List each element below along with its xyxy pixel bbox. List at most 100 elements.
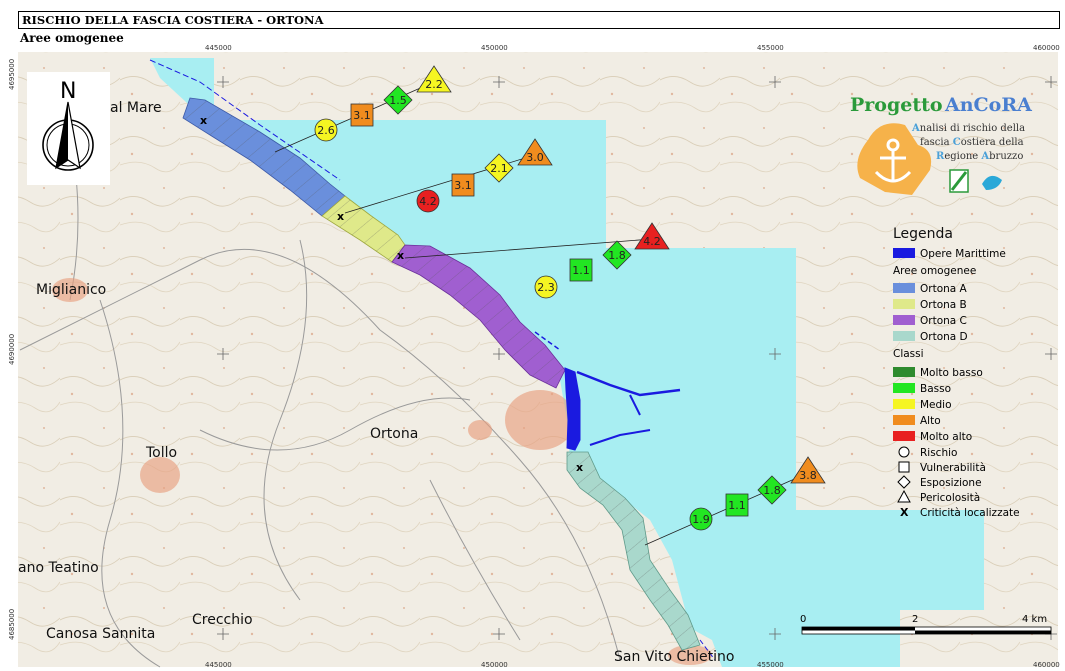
map-subtitle: Aree omogenee [20,31,124,45]
zone-ortona-d[interactable] [566,451,701,651]
logo-initial: A [911,123,920,134]
legend-swatch-area [893,331,915,341]
logo-text: nalisi di rischio della [920,123,1025,134]
legend-swatch-area [893,283,915,293]
place-label: San Vito Chietino [614,649,734,665]
indicator-value: 4.2 [419,195,437,208]
rischio-marker [314,118,338,142]
legend-symbol-circle-icon [898,446,910,458]
legend-label-class: Molto basso [920,367,983,379]
legend-label-class: Molto alto [920,431,972,443]
grid-x-label: 460000 [1033,661,1060,669]
indicator-value: 3.0 [526,151,544,164]
place-label: al Mare [110,100,162,116]
legend-symbol-triangle-icon [897,489,911,503]
legend-x-marker: X [900,506,909,519]
pericolosita-marker [416,65,452,93]
legend-swatch-area [893,315,915,325]
anchor-icon [874,138,912,183]
criticita-marker: x [397,249,404,262]
esposizione-marker [602,240,632,270]
scale-bar: 0 2 4 km [800,614,1052,635]
logo-text: egione [944,151,981,162]
place-label: ano Teatino [18,560,99,576]
grid-x-label: 445000 [205,44,232,52]
legend: Legenda Opere Marittime Aree omogenee Cl… [893,226,1020,519]
legend-swatch-class [893,367,915,377]
criticita-marker: x [200,114,207,127]
legend-title: Legenda [893,226,953,242]
grid-x-label: 445000 [205,661,232,669]
grid-x-label: 450000 [481,661,508,669]
grid-y-label: 4690000 [8,334,16,365]
vulnerabilita-marker [451,173,475,197]
legend-label-class: Medio [920,399,952,411]
svg-text:Analisi di rischio della: Analisi di rischio della [911,123,1025,134]
indicator-value: 2.3 [537,281,555,294]
legend-label-symbol: Rischio [920,447,957,459]
legend-label-area: Ortona C [920,315,967,327]
legend-swatch-opere [893,248,915,258]
legend-swatch-class [893,431,915,441]
logo-word-ancora: AnCoRA [944,94,1032,116]
legend-label-symbol: Pericolosità [920,492,980,504]
indicator-value: 1.8 [763,484,781,497]
legend-swatch-class [893,383,915,393]
logo-text: bruzzo [989,151,1023,162]
indicator-value: 2.1 [490,162,508,175]
esposizione-marker [484,153,514,183]
scale-label-0: 0 [800,614,806,625]
zone-ortona-c[interactable] [391,244,566,389]
legend-swatch-class [893,399,915,409]
vulnerabilita-marker [725,493,749,517]
title-box: RISCHIO DELLA FASCIA COSTIERA - ORTONA [18,11,1060,29]
pericolosita-marker [790,456,826,484]
logo-text: fascia [920,137,953,148]
esposizione-marker [383,85,413,115]
svg-text:fascia Costiera della: fascia Costiera della [920,137,1024,148]
grid-x-label: 455000 [757,661,784,669]
indicator-value: 4.2 [643,235,661,248]
rischio-marker [534,275,558,299]
logo-word-progetto: Progetto [850,94,943,116]
logo-initial: C [953,137,961,148]
logo-initial: R [936,151,945,162]
urban-areas [52,278,712,665]
esposizione-marker [757,475,787,505]
maritime-works [149,59,716,661]
legend-label-class: Alto [920,415,941,427]
ancora-logo: Progetto AnCoRA Analisi di rischio della… [850,94,1032,195]
place-label: Canosa Sannita [46,626,155,642]
indicator-value: 1.9 [692,513,710,526]
vulnerabilita-marker [350,103,374,127]
indicator-value: 3.1 [353,109,371,122]
indicator-value: 1.1 [728,499,746,512]
grid-x-label: 450000 [481,44,508,52]
wave-logo-icon [982,175,1002,190]
pericolosita-marker [634,222,670,250]
indicator-value: 1.5 [389,94,407,107]
scale-label-4: 4 km [1022,614,1047,625]
legend-label-symbol: Esposizione [920,477,982,489]
rischio-marker [689,507,713,531]
grid-x-label: 455000 [757,44,784,52]
indicator-value: 2.2 [425,78,443,91]
place-label: Miglianico [36,282,106,298]
legend-label-area: Ortona D [920,331,968,343]
legend-label-opere: Opere Marittime [920,248,1006,260]
legend-swatch-area [893,299,915,309]
grid-y-label: 4695000 [8,59,16,90]
place-label: Tollo [145,445,177,461]
legend-label-symbol: Vulnerabilità [920,462,986,474]
svg-text:Regione Abruzzo: Regione Abruzzo [936,151,1023,162]
legend-aree-header: Aree omogenee [893,265,976,277]
indicator-value: 1.8 [608,249,626,262]
legend-label-area: Ortona B [920,299,967,311]
north-label: N [60,79,76,104]
legend-symbol-square-icon [898,461,910,473]
indicator-value: 2.6 [317,124,335,137]
north-arrow: N [27,72,110,185]
criticita-marker: x [337,210,344,223]
